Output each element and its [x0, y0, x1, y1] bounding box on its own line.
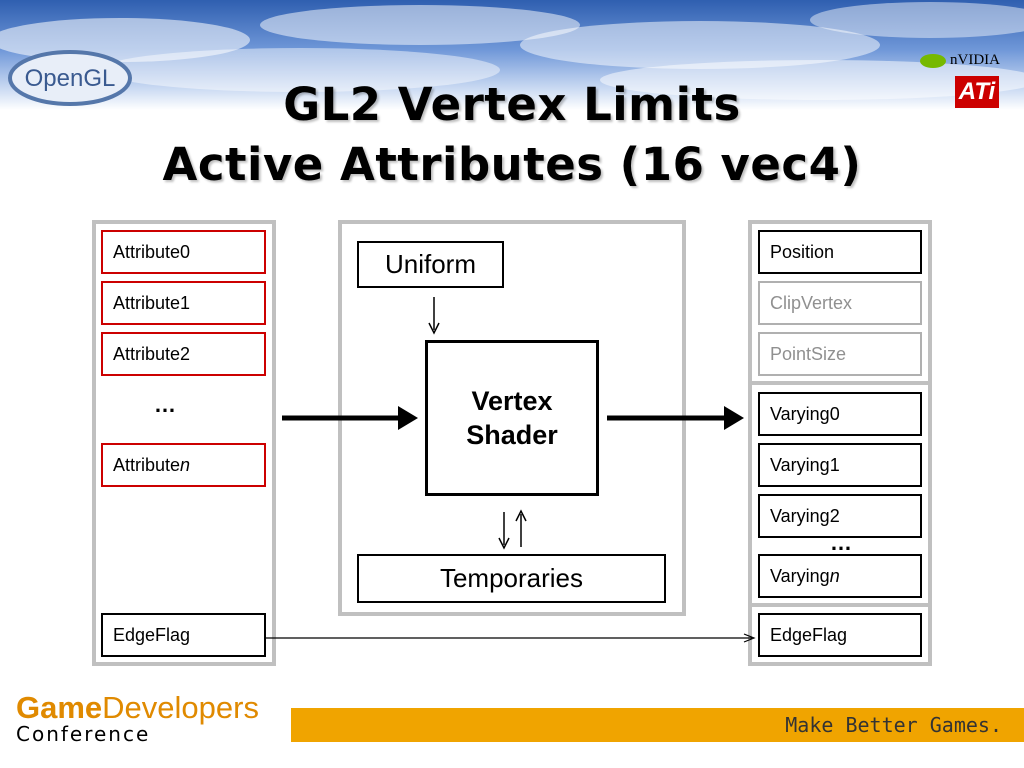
pointsize-box: PointSize: [758, 332, 922, 376]
output-edgeflag-box: EdgeFlag: [758, 613, 922, 657]
uniform-box: Uniform: [357, 241, 504, 288]
outputs-divider-bottom: [752, 603, 928, 607]
gdc-logo-game: Game: [16, 690, 103, 725]
opengl-logo: OpenGL: [8, 50, 132, 106]
cloud-decoration: [0, 2, 1024, 100]
ati-logo: ATi: [955, 76, 999, 108]
varying-2-box: Varying2: [758, 494, 922, 538]
position-box: Position: [758, 230, 922, 274]
clipvertex-box: ClipVertex: [758, 281, 922, 325]
attribute-1-box: Attribute1: [101, 281, 266, 325]
nvidia-logo: nVIDIA: [920, 52, 1000, 69]
attribute-0-box: Attribute0: [101, 230, 266, 274]
outputs-divider-top: [752, 381, 928, 385]
varying-0-box: Varying0: [758, 392, 922, 436]
sky-banner: [0, 0, 1024, 110]
temporaries-box: Temporaries: [357, 554, 666, 603]
footer-tagline: Make Better Games.: [785, 713, 1002, 737]
edgeflag-passthrough-arrow: [266, 633, 756, 643]
footer-bar: Make Better Games.: [291, 708, 1024, 742]
slide-subtitle: Active Attributes (16 vec4): [162, 138, 862, 191]
input-edgeflag-box: EdgeFlag: [101, 613, 266, 657]
varyings-ellipsis: …: [830, 530, 852, 555]
gdc-logo-developers: Developers: [102, 690, 259, 725]
varying-1-box: Varying1: [758, 443, 922, 487]
slide-title: GL2 Vertex Limits: [283, 78, 741, 131]
vertex-shader-box: Vertex Shader: [425, 340, 599, 496]
attribute-2-box: Attribute2: [101, 332, 266, 376]
attributes-ellipsis: …: [154, 392, 176, 417]
gdc-logo-conference: Conference: [16, 722, 151, 746]
nvidia-eye-icon: [920, 53, 946, 68]
nvidia-logo-text: nVIDIA: [950, 52, 1000, 68]
gdc-logo: GameDevelopers Conference: [16, 690, 259, 746]
opengl-logo-text: OpenGL: [25, 65, 116, 92]
